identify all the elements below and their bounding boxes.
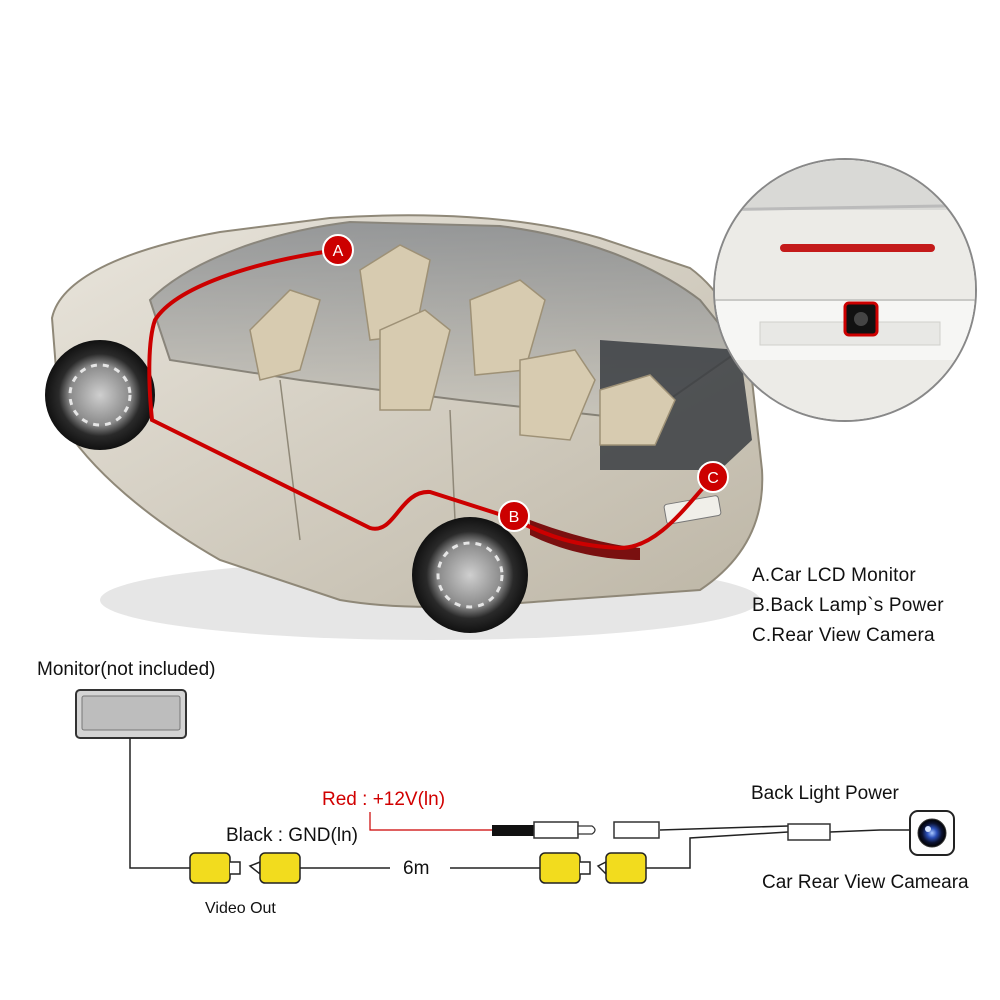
rca-connector-left-female: [189, 852, 241, 884]
legend-item-c: C.Rear View Camera: [752, 625, 935, 646]
svg-text:A: A: [333, 243, 344, 260]
rca-connector-left-male: [248, 852, 301, 884]
red-wire-label: Red : +12V(ln): [322, 789, 446, 810]
camera-label: Car Rear View Cameara: [762, 872, 969, 893]
svg-text:C: C: [707, 470, 719, 487]
cable-length-label: 6m: [403, 858, 430, 879]
rca-connector-right-male: [596, 852, 647, 884]
camera-cable-route: [147, 248, 716, 551]
svg-text:B: B: [509, 509, 520, 526]
monitor-label: Monitor(not included): [37, 659, 216, 680]
wiring-diagram: [75, 689, 910, 869]
rca-connector-right-female: [539, 852, 591, 884]
marker-c: C: [697, 461, 729, 493]
video-out-label: Video Out: [205, 900, 276, 917]
legend-item-a: A.Car LCD Monitor: [752, 565, 916, 586]
marker-b: B: [498, 500, 530, 532]
back-light-power-label: Back Light Power: [751, 783, 899, 804]
rca-connectors: [189, 852, 647, 884]
car-illustration: [45, 214, 764, 640]
power-plug: [492, 821, 831, 841]
black-wire-label: Black : GND(ln): [226, 825, 358, 846]
legend-item-b: B.Back Lamp`s Power: [752, 595, 944, 616]
rear-camera-icon: [909, 810, 955, 856]
marker-a: A: [322, 234, 354, 266]
